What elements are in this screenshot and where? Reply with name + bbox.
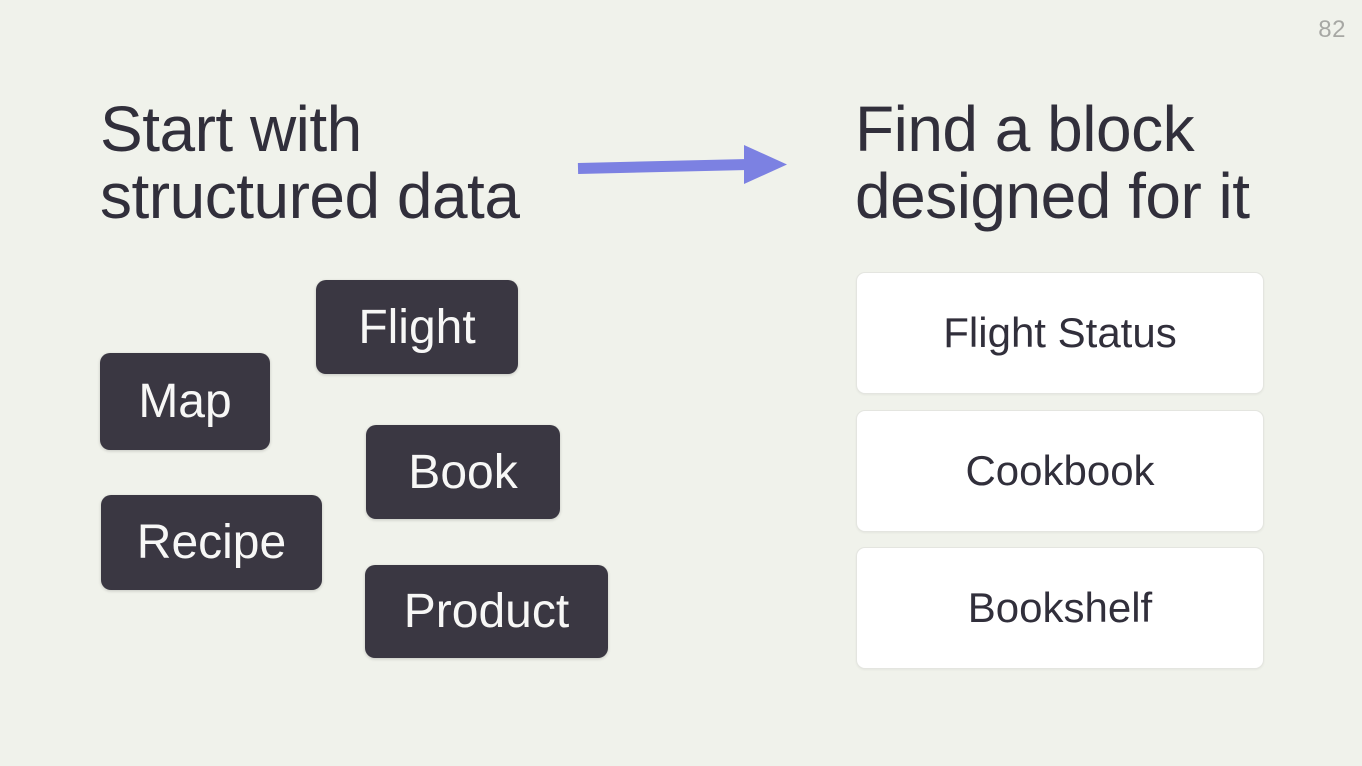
data-tag-recipe-label: Recipe (136, 516, 287, 569)
block-card-bookshelf: Bookshelf (856, 547, 1264, 669)
data-tag-book: Book (366, 425, 560, 519)
block-card-flight-status: Flight Status (856, 272, 1264, 394)
data-tag-map: Map (100, 353, 270, 450)
block-card-flight-status-label: Flight Status (943, 309, 1177, 356)
block-card-cookbook: Cookbook (856, 410, 1264, 532)
left-heading-line-1: Start with (100, 93, 362, 165)
left-heading-line-2: structured data (100, 160, 520, 232)
right-heading: Find a block designed for it (855, 96, 1250, 230)
page-number: 82 (1318, 16, 1346, 43)
data-tag-product-label: Product (403, 585, 570, 638)
data-tag-flight: Flight (316, 280, 518, 374)
block-card-bookshelf-label: Bookshelf (967, 584, 1153, 631)
right-heading-line-1: Find a block (855, 93, 1195, 165)
data-tag-recipe: Recipe (101, 495, 322, 590)
data-tag-flight-label: Flight (358, 300, 476, 354)
left-heading: Start with structured data (100, 93, 520, 232)
right-heading-line-2: designed for it (855, 160, 1250, 232)
data-tag-map-label: Map (138, 375, 232, 428)
block-card-cookbook-label: Cookbook (965, 447, 1155, 494)
data-tag-product: Product (365, 565, 608, 658)
data-tag-book-label: Book (408, 445, 518, 499)
right-arrow-icon (577, 145, 787, 184)
